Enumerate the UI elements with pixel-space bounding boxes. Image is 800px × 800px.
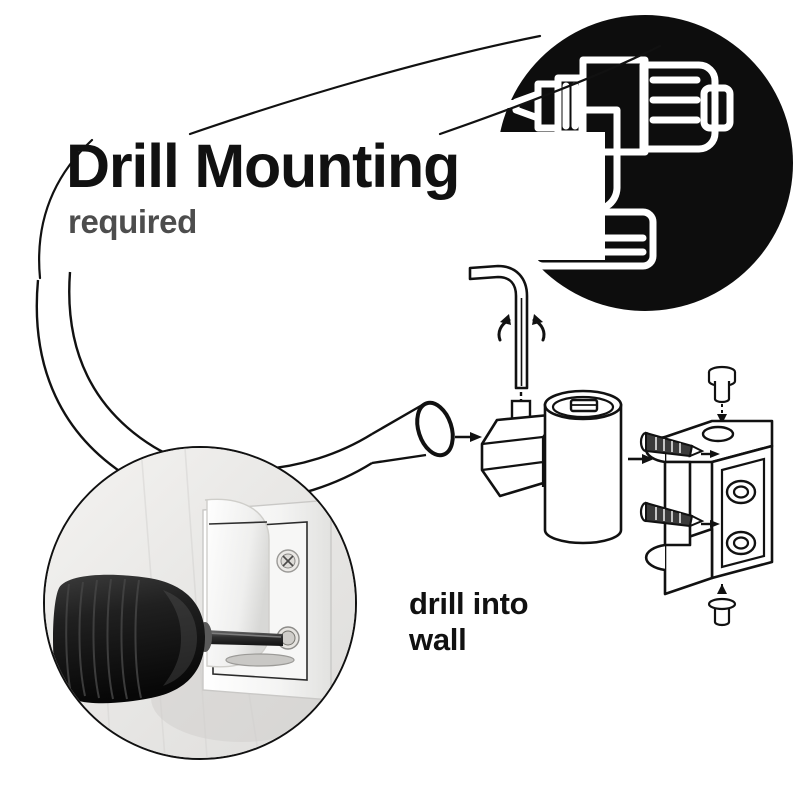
bracket-back-plate-inner-edge: [720, 457, 766, 569]
bracket-bottom-front-curve: [644, 543, 666, 572]
curved-rod-open-end: [415, 400, 455, 458]
caption-drill-into-wall: drill into wall: [409, 586, 529, 658]
caption-line-1: drill into: [409, 586, 529, 621]
set-screw-bottom: [707, 584, 737, 627]
photo-handle-highlight: [163, 590, 197, 686]
photo-cover-edge-highlight: [208, 521, 268, 525]
title-background-mask: [0, 132, 605, 260]
bracket-mounting-hole-lower: [725, 530, 757, 556]
photo-plate-slot: [225, 653, 295, 667]
assembly-arrow-rod-to-connector: [455, 432, 482, 442]
photo-shaft-highlight: [206, 632, 282, 638]
caption-line-2: wall: [409, 622, 467, 657]
assembly-arrow-screw-lower: [701, 520, 720, 528]
assembly-arrow-post-to-bracket: [628, 454, 654, 464]
cylinder-post-body: [543, 403, 623, 545]
rotation-arrow-head-right: [532, 314, 543, 325]
photo-screwdriver-handle: [53, 574, 205, 704]
mounting-screw-lower: [639, 501, 705, 528]
page-title: Drill Mounting: [66, 132, 460, 200]
assembly-arrow-screw-upper: [701, 450, 720, 458]
curved-rod-taper: [371, 402, 427, 465]
mounting-screw-upper: [639, 431, 705, 458]
swoosh-line-lower: [438, 44, 662, 136]
bracket-top-hole: [701, 425, 735, 443]
drill-icon-switch: [700, 84, 734, 132]
set-screw-top: [707, 365, 737, 424]
photo-handle-ribs: [65, 578, 142, 700]
headline-block: Drill Mounting required: [66, 136, 606, 241]
bracket-mounting-hole-upper: [725, 479, 757, 505]
page-subtitle: required: [68, 203, 197, 240]
photo-content: [45, 448, 355, 758]
drill-into-wall-photo: [43, 446, 357, 760]
photo-screw-upper: [276, 549, 300, 573]
swoosh-line-upper: [188, 34, 542, 136]
rotation-arrow-head-left: [500, 314, 511, 325]
swoosh-line-left-tail: [38, 138, 94, 280]
